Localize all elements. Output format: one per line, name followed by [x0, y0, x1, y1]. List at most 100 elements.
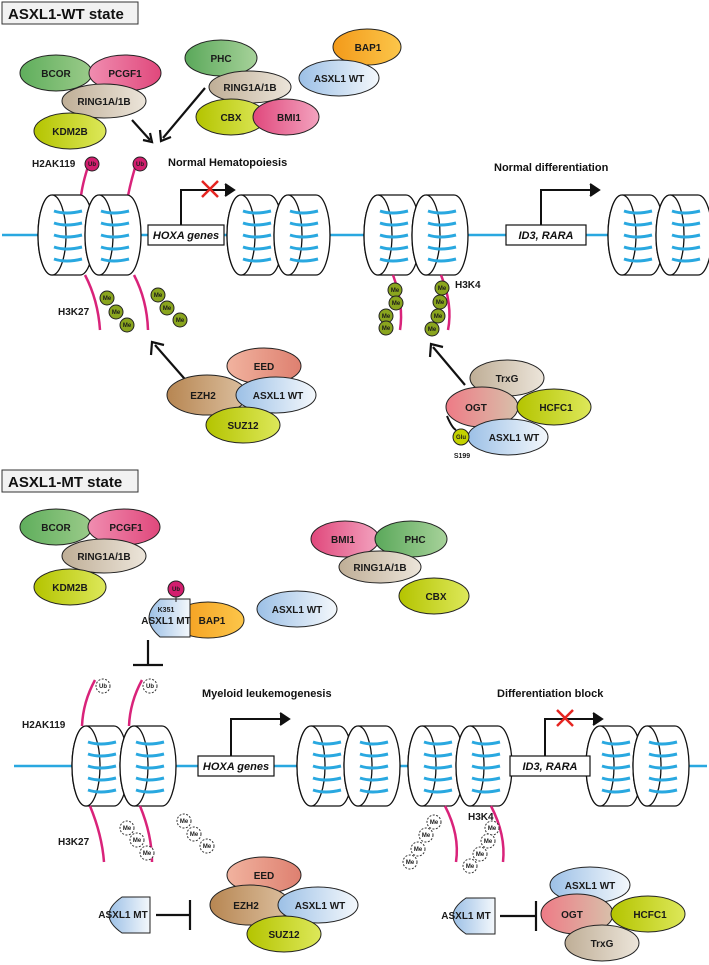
mt-nucleosome: [119, 725, 177, 807]
wt-bmi1: [252, 98, 320, 136]
mt-me-mark-label: Me: [203, 844, 212, 850]
wt-section: ASXL1-WT state BCOR PCGF1 RING1A/1B KDM2…: [1, 1, 709, 460]
wt-trxg-label: TrxG: [496, 374, 519, 385]
mt-empty-ub-marks: Ub Ub: [95, 678, 158, 694]
wt-ring-label: RING1A/1B: [77, 97, 130, 108]
mt-nucleosome: [632, 725, 690, 807]
mt-ring: [61, 538, 147, 574]
wt-glu-mark: [452, 428, 470, 446]
mt-me-mark-label: Me: [406, 860, 415, 866]
wt-hoxa-box: [147, 224, 225, 246]
mt-phc-label: PHC: [404, 535, 425, 546]
mt-ring2-label: RING1A/1B: [353, 563, 406, 574]
mt-inhib-trxg-bar: [500, 901, 538, 931]
wt-normal-hematopoiesis: Normal Hematopoiesis: [168, 157, 287, 169]
mt-h2a-tails: [80, 679, 144, 727]
wt-nucleosome: [607, 194, 665, 276]
mt-me-mark: [139, 845, 155, 861]
mt-k351-label: K351: [158, 607, 175, 614]
mt-me-mark-label: Me: [180, 819, 189, 825]
wt-me-mark-label: Me: [428, 327, 437, 333]
wt-me-mark-label: Me: [382, 326, 391, 332]
mt-ub-empty-2: Ub: [146, 684, 154, 690]
mt-asxl1-truncated: [148, 598, 191, 638]
wt-nucleosome: [411, 194, 469, 276]
mt-inhibition-ub: [133, 640, 163, 667]
wt-id3-label: ID3, RARA: [518, 230, 573, 242]
mt-ring2: [338, 550, 422, 584]
wt-asxl1-label: ASXL1 WT: [314, 74, 365, 85]
wt-me-mark: [159, 300, 175, 316]
mt-id3-box: [509, 755, 591, 777]
wt-me-mark-label: Me: [123, 323, 132, 329]
mt-h2ak119-label: H2AK119: [22, 720, 66, 731]
wt-nucleosome: [363, 194, 421, 276]
wt-me-mark: [108, 304, 124, 320]
wt-normal-differentiation: Normal differentiation: [494, 162, 609, 174]
mt-h3k4-tails: [443, 805, 505, 863]
mt-me-mark: [402, 854, 418, 870]
mt-me-mark: [186, 826, 202, 842]
wt-me-mark-label: Me: [436, 300, 445, 306]
wt-glu-label: Glu: [456, 435, 466, 441]
wt-me-mark-label: Me: [438, 286, 447, 292]
wt-hoxa-arrow: [180, 183, 236, 225]
mt-hoxa-box: [197, 755, 275, 777]
wt-arrows-to-ub: [131, 87, 206, 144]
mt-section: ASXL1-MT state BCOR PCGF1 RING1A/1B KDM2…: [1, 469, 707, 962]
wt-nucleosome: [84, 194, 142, 276]
mt-title: ASXL1-MT state: [8, 474, 122, 491]
wt-hcfc1-label: HCFC1: [539, 403, 573, 414]
wt-asxl1-prc2: [235, 376, 317, 414]
wt-id3-box: [505, 224, 587, 246]
mt-asxl1-prc2-label: ASXL1 WT: [295, 901, 346, 912]
mt-kdm2b: [33, 568, 107, 606]
mt-me-mark: [199, 838, 215, 854]
mt-cbx-label: CBX: [425, 592, 446, 603]
mt-block-x: [556, 709, 574, 727]
wt-block-x: [201, 180, 219, 198]
mt-bmi1-label: BMI1: [331, 535, 355, 546]
mt-me-mark-label: Me: [466, 864, 475, 870]
wt-me-mark: [430, 308, 446, 324]
mt-ring-label: RING1A/1B: [77, 552, 130, 563]
mt-nucleosome: [71, 725, 129, 807]
mt-asxl1mt-prc2-inhib: [108, 896, 151, 934]
wt-me-mark-label: Me: [382, 314, 391, 320]
wt-nucleosomes: [37, 194, 709, 276]
wt-arrow-trxg: [428, 342, 466, 386]
mt-me-mark: [462, 858, 478, 874]
wt-me-mark-label: Me: [103, 296, 112, 302]
wt-suz12-label: SUZ12: [227, 421, 259, 432]
wt-me-mark-label: Me: [176, 318, 185, 324]
wt-me-mark: [99, 290, 115, 306]
wt-me-mark-label: Me: [392, 301, 401, 307]
mt-me-mark-label: Me: [422, 833, 431, 839]
wt-pcgf1-label: PCGF1: [108, 69, 142, 80]
mt-asxl1-wt-free-label: ASXL1 WT: [272, 605, 323, 616]
mt-hoxa-label: HOXA genes: [203, 761, 269, 773]
wt-kdm2b-label: KDM2B: [52, 127, 88, 138]
mt-eed-label: EED: [254, 871, 275, 882]
mt-trxg-label: TrxG: [591, 939, 614, 950]
mt-me-mark: [410, 841, 426, 857]
mt-me-mark: [176, 813, 192, 829]
wt-bcor-label: BCOR: [41, 69, 71, 80]
mt-asxl1mt-trxg-label: ASXL1 MT: [441, 911, 490, 922]
mt-hcfc1: [610, 895, 686, 933]
wt-s199-label: S199: [454, 453, 470, 460]
mt-differentiation-block: Differentiation block: [497, 688, 604, 700]
wt-ring2-label: RING1A/1B: [223, 83, 276, 94]
mt-id3-label: ID3, RARA: [522, 761, 577, 773]
wt-asxl1-trxg-label: ASXL1 WT: [489, 433, 540, 444]
wt-nucleosome: [37, 194, 95, 276]
mt-me-mark-label: Me: [190, 832, 199, 838]
wt-me-mark: [119, 317, 135, 333]
mt-me-mark-label: Me: [414, 847, 423, 853]
mt-ub-empty-1: Ub: [99, 684, 107, 690]
wt-me-mark-label: Me: [112, 310, 121, 316]
mt-title-box: [1, 469, 139, 493]
